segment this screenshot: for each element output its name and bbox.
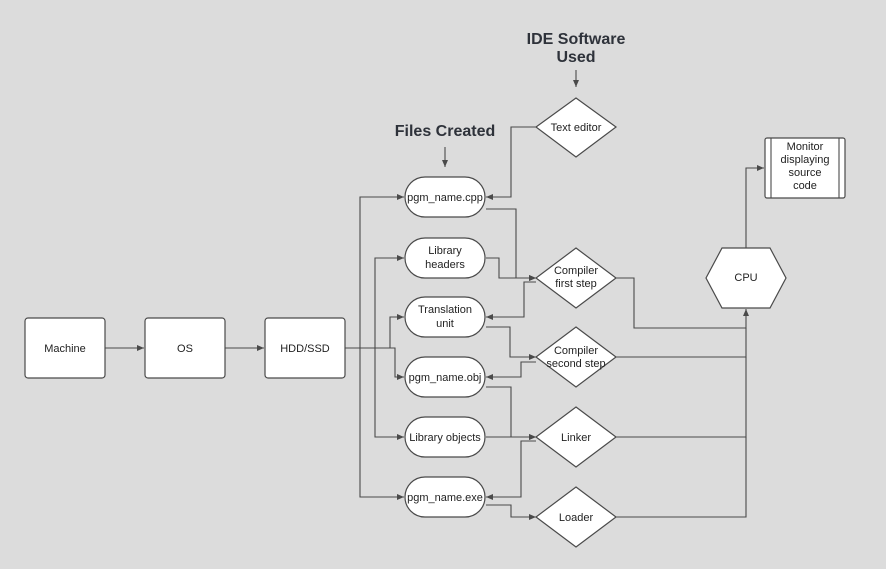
translation-unit-label-line2: unit — [436, 318, 454, 330]
edge-hdd-exe — [345, 347, 404, 500]
hdd-ssd-node[interactable]: HDD/SSD — [264, 317, 346, 379]
os-node[interactable]: OS — [144, 317, 226, 379]
ide-software-title-line1: IDE Software — [527, 31, 626, 48]
pgm-cpp-label: pgm_name.cpp — [407, 192, 483, 204]
loader-label: Loader — [559, 512, 594, 524]
loader-node[interactable]: Loader — [535, 486, 617, 548]
edge-texteditor-cpp — [486, 126, 537, 200]
text-editor-label: Text editor — [551, 122, 602, 134]
os-label: OS — [177, 343, 193, 355]
compiler-second-step-label-line1: Compiler — [554, 345, 598, 357]
edge-exe-loader — [486, 504, 536, 520]
compiler-second-step-label-line2: second step — [546, 358, 605, 370]
monitor-label-line1: Monitor — [787, 141, 824, 153]
cpu-node[interactable]: CPU — [705, 247, 787, 309]
monitor-label-line3: source — [788, 167, 821, 179]
pgm-obj-label: pgm_name.obj — [409, 372, 482, 384]
edge-cpp-compiler1 — [486, 208, 536, 281]
linker-node[interactable]: Linker — [535, 406, 617, 468]
library-headers-node[interactable]: Library headers — [404, 237, 486, 279]
text-editor-node[interactable]: Text editor — [534, 97, 618, 158]
library-headers-label-line2: headers — [425, 259, 465, 271]
edge-loader-cpu — [616, 437, 747, 518]
library-headers-label-line1: Library — [428, 245, 462, 257]
edge-hdd-headers — [345, 255, 404, 349]
edge-headers-compiler1 — [486, 257, 536, 281]
machine-node[interactable]: Machine — [24, 317, 106, 379]
monitor-label-line4: code — [793, 180, 817, 192]
files-created-title: Files Created — [395, 123, 495, 140]
translation-unit-label-line1: Translation — [418, 304, 472, 316]
ide-software-title-line2: Used — [556, 49, 595, 66]
edge-compiler1-cpu — [616, 277, 749, 329]
library-objects-label: Library objects — [409, 432, 481, 444]
edge-cpu-monitor — [745, 165, 764, 248]
pgm-obj-node[interactable]: pgm_name.obj — [404, 356, 486, 398]
cpu-label: CPU — [734, 272, 757, 284]
translation-unit-node[interactable]: Translation unit — [404, 296, 486, 338]
machine-label: Machine — [44, 343, 86, 355]
edge-compiler2-obj — [486, 361, 536, 380]
monitor-node[interactable]: Monitor displaying source code — [764, 137, 846, 199]
linker-label: Linker — [561, 432, 591, 444]
edge-compiler2-cpu — [616, 328, 747, 358]
library-objects-node[interactable]: Library objects — [404, 416, 486, 458]
compiler-second-step-node[interactable]: Compiler second step — [535, 326, 617, 388]
hdd-ssd-label: HDD/SSD — [280, 343, 330, 355]
edge-linker-cpu — [616, 357, 747, 438]
compiler-first-step-label-line1: Compiler — [554, 265, 598, 277]
edge-compiler1-translation — [486, 281, 536, 320]
monitor-label-line2: displaying — [781, 154, 830, 166]
pgm-exe-node[interactable]: pgm_name.exe — [404, 476, 486, 518]
edge-linker-exe — [486, 440, 536, 500]
pgm-cpp-node[interactable]: pgm_name.cpp — [404, 176, 486, 218]
compiler-first-step-node[interactable]: Compiler first step — [535, 247, 617, 309]
edge-translation-compiler2 — [486, 326, 536, 360]
edge-obj-linker — [486, 386, 536, 440]
compiler-first-step-label-line2: first step — [555, 278, 597, 290]
pgm-exe-label: pgm_name.exe — [407, 492, 483, 504]
